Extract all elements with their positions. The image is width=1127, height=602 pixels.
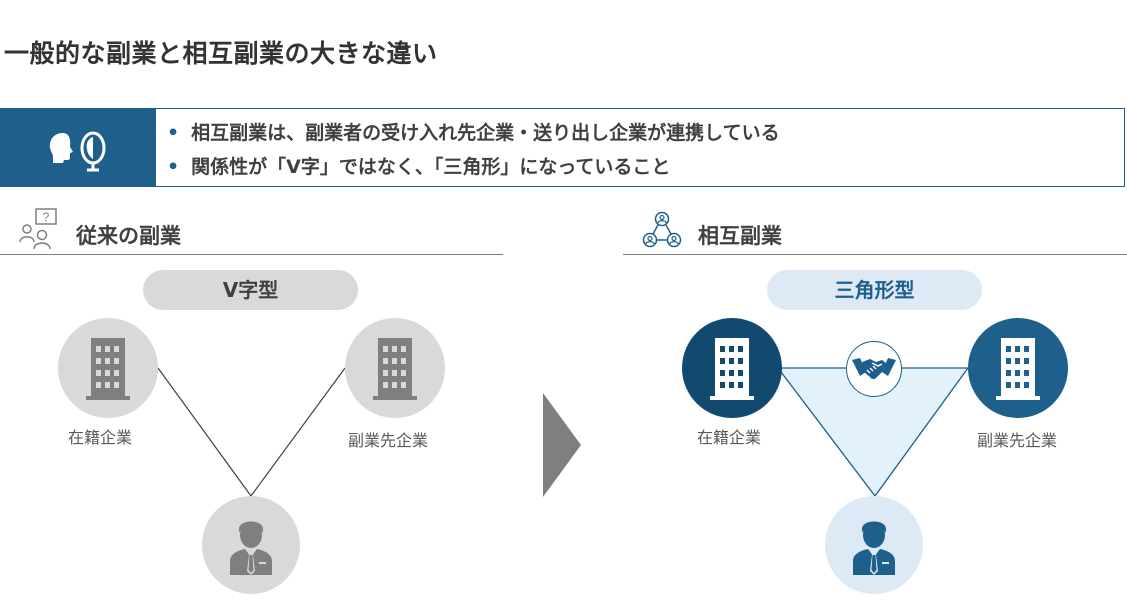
summary-bullet-text: 関係性が「V字」ではなく、「三角形」になっていること bbox=[191, 156, 671, 178]
businessman-icon bbox=[853, 521, 895, 575]
summary-bullet-2: • 関係性が「V字」ではなく、「三角形」になっていること bbox=[167, 152, 670, 179]
bullet-marker: • bbox=[167, 156, 180, 178]
worker-node bbox=[202, 496, 300, 594]
v-shape-label: V字型 bbox=[143, 270, 358, 310]
summary-bullet-text: 相互副業は、副業者の受け入れ先企業・送り出し企業が連携している bbox=[191, 122, 780, 144]
office-building-icon bbox=[86, 338, 130, 400]
people-question-icon: ? bbox=[18, 207, 60, 249]
handshake-icon bbox=[852, 358, 896, 380]
bullet-marker: • bbox=[167, 122, 180, 144]
businessman-icon bbox=[230, 521, 272, 575]
employer-node bbox=[58, 318, 158, 418]
side-job-company-node bbox=[968, 318, 1068, 418]
worker-node bbox=[825, 496, 923, 594]
employer-label: 在籍企業 bbox=[68, 428, 133, 447]
side-job-company-node bbox=[345, 318, 445, 418]
office-building-icon bbox=[710, 338, 754, 400]
person-with-mirror-icon bbox=[49, 131, 106, 172]
side-job-company-label: 副業先企業 bbox=[977, 431, 1058, 450]
summary-box: • 相互副業は、副業者の受け入れ先企業・送り出し企業が連携している • 関係性が「V… bbox=[0, 108, 1125, 187]
handshake-badge bbox=[846, 341, 902, 397]
section-divider-right bbox=[623, 254, 1127, 255]
section-divider-left bbox=[0, 254, 503, 255]
office-building-icon bbox=[373, 338, 417, 400]
triangle-shape-label: 三角形型 bbox=[767, 270, 982, 310]
network-people-icon bbox=[642, 210, 682, 250]
employer-label: 在籍企業 bbox=[697, 428, 762, 447]
chevron-right-icon bbox=[543, 393, 583, 497]
svg-text:?: ? bbox=[43, 210, 50, 224]
office-building-icon bbox=[996, 338, 1040, 400]
summary-icon-panel bbox=[1, 109, 156, 186]
employer-node bbox=[682, 318, 782, 418]
section-title-mutual: 相互副業 bbox=[698, 224, 782, 248]
side-job-company-label: 副業先企業 bbox=[348, 431, 429, 450]
section-title-traditional: 従来の副業 bbox=[76, 224, 181, 248]
page-title: 一般的な副業と相互副業の大きな違い bbox=[4, 39, 438, 68]
v-shape-lines bbox=[157, 367, 346, 497]
summary-bullet-1: • 相互副業は、副業者の受け入れ先企業・送り出し企業が連携している bbox=[167, 118, 780, 145]
